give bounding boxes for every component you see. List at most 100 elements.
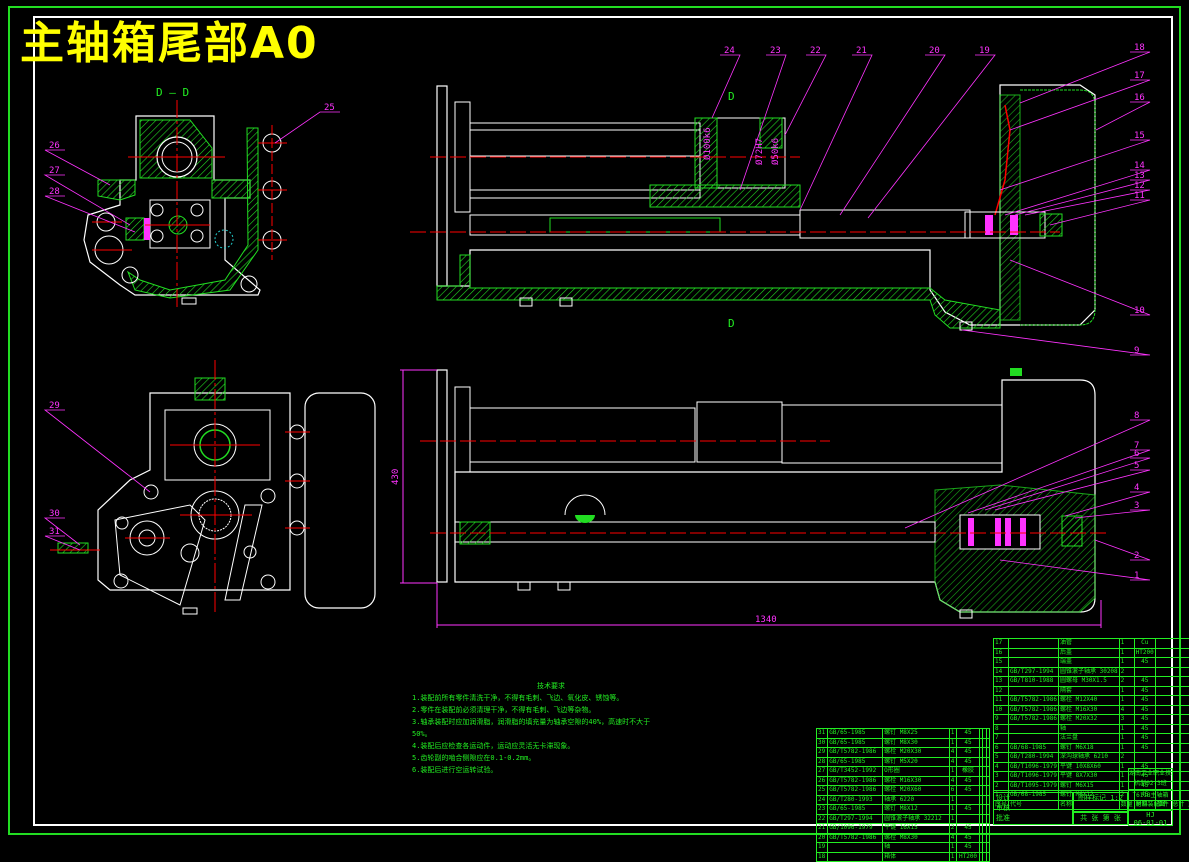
bom-cell-std: GB/T5782-1986 bbox=[1009, 715, 1059, 725]
callout-label-21: 21 bbox=[856, 46, 867, 56]
top-front-flange bbox=[437, 86, 447, 286]
bom-cell-qty: 1 bbox=[1119, 648, 1134, 658]
bom-cell-std: GB/T1095-1979 bbox=[1009, 781, 1059, 791]
bom-cell-mat: 橡胶 bbox=[956, 767, 979, 777]
bot-foot-bolts bbox=[518, 582, 972, 618]
bom-cell-qty: 2 bbox=[1119, 753, 1134, 763]
bom-cell-empty bbox=[986, 786, 989, 796]
bom-cell-std: GB/T3452-1992 bbox=[828, 767, 883, 777]
dim-length-1340: 1340 bbox=[755, 615, 777, 625]
top-shaft-19 bbox=[550, 218, 720, 232]
school-name: 湖南工业职业技术学院机械工程系 bbox=[1129, 769, 1172, 779]
bom-cell-no: 9 bbox=[994, 715, 1009, 725]
end-centerlines bbox=[50, 360, 310, 615]
callout-leader-25 bbox=[275, 112, 340, 143]
bom-cell-name: 螺钉 M6X18 bbox=[1058, 743, 1119, 753]
callout-leader-16 bbox=[1096, 102, 1150, 130]
bom-cell-mat: 45 bbox=[1134, 715, 1155, 725]
note-item: 1.装配前所有零件清洗干净，不得有毛刺、飞边、氧化皮、锈蚀等。 bbox=[412, 692, 650, 704]
bom-cell-std: GB/T810-1988 bbox=[1009, 677, 1059, 687]
callout-label-6: 6 bbox=[1134, 449, 1139, 459]
callout-label-26: 26 bbox=[49, 141, 60, 151]
bom-cell-name: 轴承 6220 bbox=[883, 795, 950, 805]
end-screw-30-31 bbox=[58, 543, 88, 553]
dim-text-d72: Ø72H7 bbox=[754, 138, 765, 165]
bom-cell-no: 29 bbox=[817, 748, 828, 758]
top-hatched-support bbox=[650, 185, 800, 207]
bom-cell-std: GB/T280-1993 bbox=[828, 795, 883, 805]
bom-cell-mat: 45 bbox=[1134, 705, 1155, 715]
end-housing-outline bbox=[98, 393, 290, 590]
callout-leader-29 bbox=[45, 410, 150, 492]
bot-main-shaft-8 bbox=[455, 522, 935, 542]
callout-label-12: 12 bbox=[1134, 181, 1145, 191]
note-item: 50%。 bbox=[412, 728, 650, 740]
bom-cell-empty bbox=[1155, 724, 1189, 734]
bom-cell-std: GB/T297-1994 bbox=[828, 814, 883, 824]
approve-label: 批准 bbox=[994, 813, 1072, 823]
bom-cell-empty bbox=[986, 738, 989, 748]
note-item: 4.装配后应检查各运动件，运动应灵活无卡滞现象。 bbox=[412, 740, 650, 752]
bom-cell-empty bbox=[1155, 715, 1189, 725]
bot-oil-sight bbox=[565, 495, 605, 515]
callout-label-4: 4 bbox=[1134, 483, 1139, 493]
bom-cell-std: GB/65-1985 bbox=[828, 757, 883, 767]
top-section-view: D D Ø100k6 Ø72H7 Ø50k6 bbox=[410, 85, 1095, 330]
end-view bbox=[50, 360, 375, 615]
bot-front-flange bbox=[437, 370, 447, 582]
end-rear-cover bbox=[305, 393, 375, 608]
bom-cell-no: 10 bbox=[994, 705, 1009, 715]
end-cam bbox=[181, 544, 199, 562]
callout-label-1: 1 bbox=[1134, 571, 1139, 581]
end-top-boss bbox=[195, 378, 225, 400]
scale-value: 1:2 bbox=[1110, 794, 1123, 802]
bom-cell-name: 螺栓 M8X30 bbox=[883, 833, 950, 843]
title-block-sheet: 共 张 第 张 bbox=[1073, 812, 1128, 825]
callout-label-30: 30 bbox=[49, 509, 60, 519]
bom-cell-empty bbox=[986, 729, 989, 739]
bom-cell-empty bbox=[1155, 667, 1189, 677]
callout-leader-24 bbox=[712, 55, 740, 118]
top-shaft-20 bbox=[800, 210, 970, 238]
callout-leader-22 bbox=[785, 55, 826, 135]
bom-cell-qty: 4 bbox=[949, 757, 956, 767]
bom-cell-no: 23 bbox=[817, 805, 828, 815]
bom-cell-std: GB/T1096-1979 bbox=[1009, 772, 1059, 782]
bom-cell-empty bbox=[986, 757, 989, 767]
bom-cell-std: GB/T1096-1979 bbox=[1009, 762, 1059, 772]
bom-cell-qty: 2 bbox=[1119, 677, 1134, 687]
top-rear-cover-16 bbox=[1020, 90, 1095, 325]
drawing-number: 06-01-01 bbox=[1129, 819, 1172, 827]
bom-cell-no: 7 bbox=[994, 734, 1009, 744]
bom-cell-std: GB/65-1985 bbox=[828, 805, 883, 815]
callout-leader-21 bbox=[800, 55, 872, 210]
bom-cell-qty: 1 bbox=[949, 767, 956, 777]
bom-cell-mat: 45 bbox=[1134, 724, 1155, 734]
bom-cell-no: 4 bbox=[994, 762, 1009, 772]
dd-hidden-circle bbox=[215, 230, 233, 248]
bom-cell-empty bbox=[1155, 686, 1189, 696]
bom-cell-qty: 1 bbox=[1119, 686, 1134, 696]
bom-cell-name: 圆锥滚子轴承 30208 bbox=[1058, 667, 1119, 677]
callout-label-24: 24 bbox=[724, 46, 735, 56]
bom-cell-name: 螺栓 M16X30 bbox=[1058, 705, 1119, 715]
bom-cell-mat: 45 bbox=[1134, 658, 1155, 668]
bom-cell-mat: 45 bbox=[956, 843, 979, 853]
bom-cell-no: 18 bbox=[817, 852, 828, 862]
bom-cell-qty: 1 bbox=[1119, 724, 1134, 734]
bom-cell-empty bbox=[1155, 696, 1189, 706]
bot-motor-body bbox=[697, 402, 782, 462]
bom-cell-mat bbox=[1134, 667, 1155, 677]
